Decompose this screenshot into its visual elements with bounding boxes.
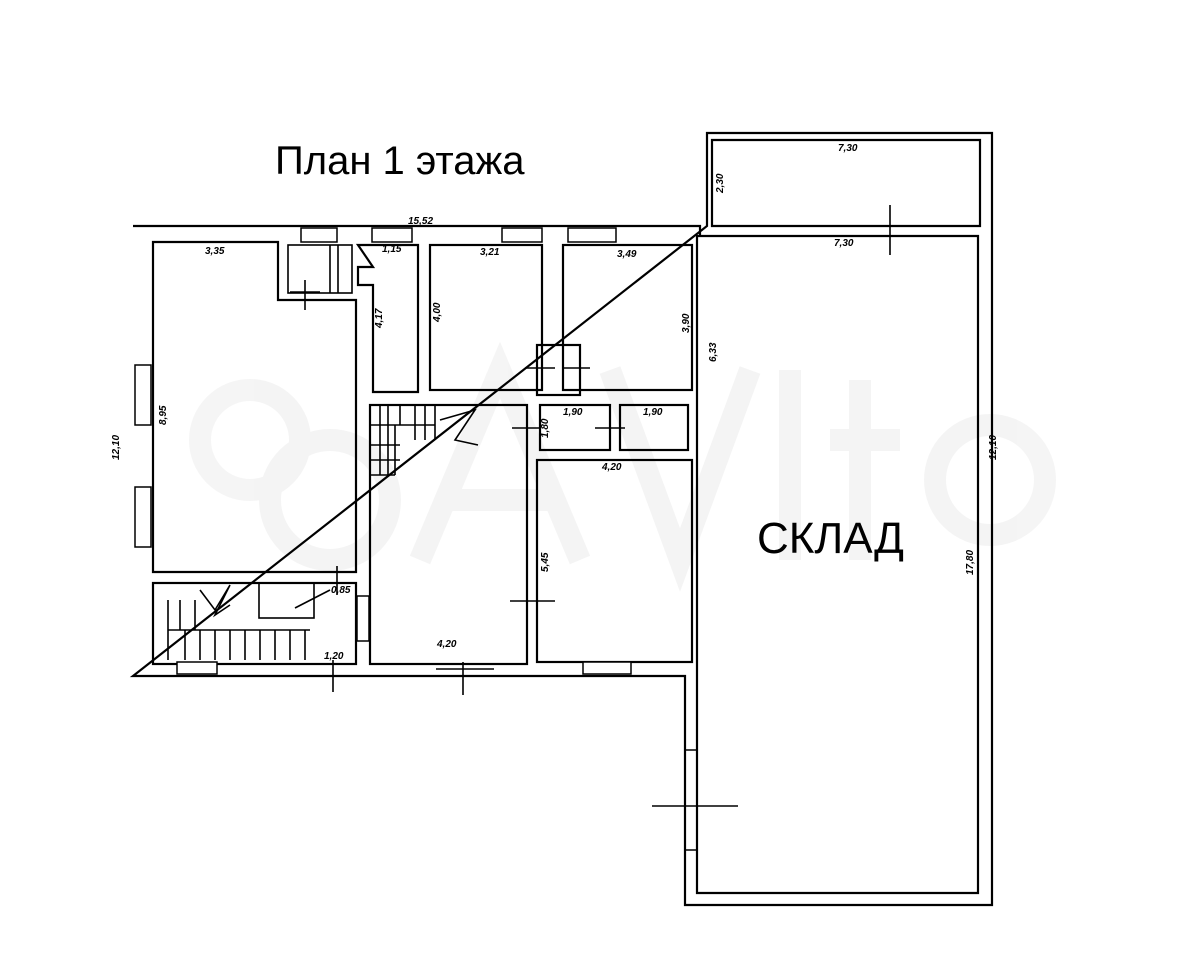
room-right xyxy=(561,243,694,392)
dim-corridor-length: 4,17 xyxy=(374,308,385,329)
dim-storage-length: 17,80 xyxy=(965,550,976,575)
dim-bath-height: 1,80 xyxy=(540,418,551,438)
dim-balcony-width: 7,30 xyxy=(838,143,858,154)
dim-room-middle-width: 3,21 xyxy=(480,247,500,258)
dim-room-left-width: 3,35 xyxy=(205,246,225,257)
dim-corridor-width: 1,15 xyxy=(382,244,402,255)
dim-bath2-width: 1,90 xyxy=(643,407,663,418)
dimension-labels: 15,52 12,10 12,10 3,35 8,95 1,15 4,17 3,… xyxy=(111,143,999,662)
room-middle xyxy=(428,243,544,392)
vestibule xyxy=(535,343,582,397)
avito-watermark xyxy=(189,341,1056,592)
dim-room-lower-length: 5,45 xyxy=(540,552,551,572)
dim-stair-door: 0,85 xyxy=(331,585,351,596)
stair-area xyxy=(151,581,358,666)
dim-storage-offset: 6,33 xyxy=(708,342,719,362)
dim-room-middle-length: 4,00 xyxy=(432,302,443,323)
windows xyxy=(134,227,632,675)
dim-hall-width: 4,20 xyxy=(436,639,457,650)
plan-title: План 1 этажа xyxy=(275,139,525,183)
rooms xyxy=(151,240,694,666)
dim-overall-height-left: 12,10 xyxy=(111,435,122,460)
stair-box xyxy=(287,244,353,294)
dim-balcony-depth: 2,30 xyxy=(715,173,726,194)
dim-storage-width: 7,30 xyxy=(834,238,854,249)
door-markers xyxy=(290,205,916,851)
storage-label: СКЛАД xyxy=(757,514,904,563)
dim-room-right-length: 3,90 xyxy=(681,313,692,333)
outer-walls xyxy=(129,131,994,907)
dim-room-left-length: 8,95 xyxy=(158,405,169,425)
corridor xyxy=(355,243,420,394)
stairs xyxy=(167,405,479,660)
dim-room-right-width: 3,49 xyxy=(617,249,637,260)
dim-overall-width: 15,52 xyxy=(408,216,433,227)
stair-hall xyxy=(368,403,529,666)
dim-bath1-width: 1,90 xyxy=(563,407,583,418)
dim-room-lower-width: 4,20 xyxy=(601,462,622,473)
dim-overall-height-right: 12,10 xyxy=(988,435,999,460)
room-left xyxy=(151,240,358,574)
dim-entry-width: 1,20 xyxy=(324,651,344,662)
